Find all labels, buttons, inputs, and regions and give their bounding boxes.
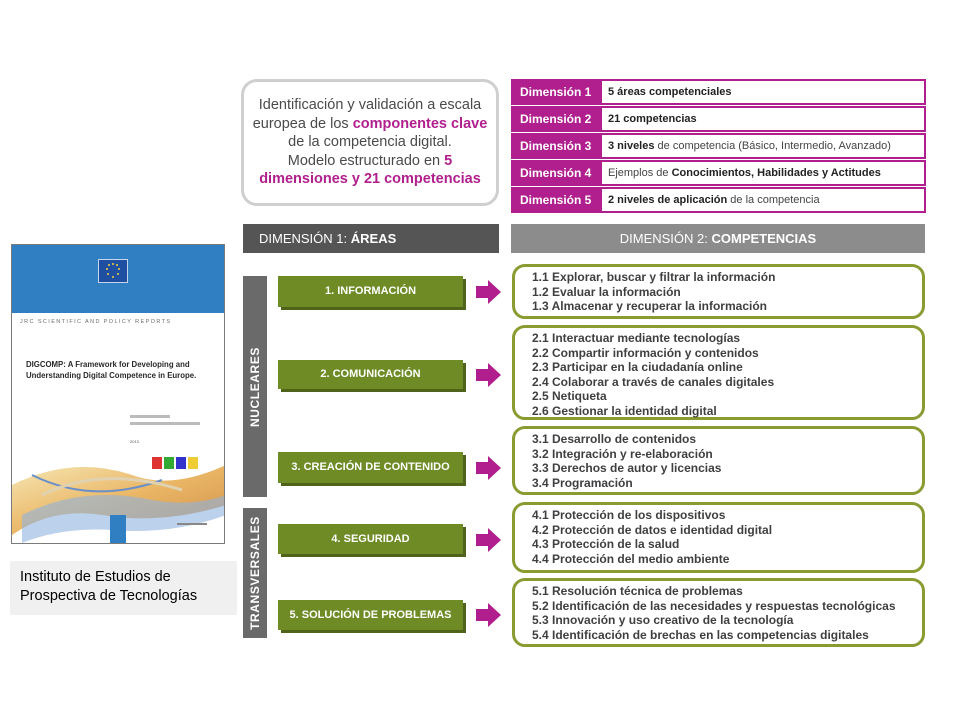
arrow-right-icon: [476, 280, 501, 304]
cover-year: 2013: [130, 439, 139, 444]
competencia-item: 1.2 Evaluar la información: [532, 284, 681, 299]
arrow-right-icon: [476, 363, 501, 387]
dimension-value-bold: 3 niveles: [608, 140, 655, 152]
group-band-nucleares: NUCLEARES: [243, 276, 267, 497]
competencia-item: 1.3 Almacenar y recuperar la información: [532, 299, 767, 314]
intro-line-5: dimensiones y 21 competencias: [259, 171, 481, 187]
institution-caption: Instituto de Estudios de Prospectiva de …: [10, 561, 237, 615]
dimension-row-2: Dimensión 2 21 competencias: [511, 106, 926, 132]
dimension-value: Ejemplos de Conocimientos, Habilidades y…: [608, 162, 924, 184]
competencia-item: 2.6 Gestionar la identidad digital: [532, 403, 717, 418]
competencia-item: 5.2 Identificación de las necesidades y …: [532, 598, 896, 613]
competencia-item: 2.1 Interactuar mediante tecnologías: [532, 331, 741, 345]
header-dimension-1-prefix: DIMENSIÓN 1:: [259, 231, 351, 246]
dimension-label: Dimensión 5: [513, 189, 602, 211]
competencias-area-4: 4.1 Protección de los dispositivos 4.2 P…: [512, 502, 925, 573]
area-informacion: 1. INFORMACIÓN: [278, 276, 463, 307]
dimension-value-bold: Conocimientos, Habilidades y Actitudes: [671, 167, 881, 179]
competencia-item: 4.1 Protección de los dispositivos: [532, 508, 726, 522]
intro-summary-box: Identificación y validación a escala eur…: [241, 79, 499, 206]
dimension-label: Dimensión 2: [513, 108, 602, 130]
area-seguridad: 4. SEGURIDAD: [278, 524, 463, 554]
competencia-item: 5.3 Innovación y uso creativo de la tecn…: [532, 613, 794, 628]
arrow-right-icon: [476, 603, 501, 627]
competencia-item: 1.1 Explorar, buscar y filtrar la inform…: [532, 270, 776, 284]
group-label-nucleares: NUCLEARES: [248, 346, 262, 427]
intro-line-1: Identificación y validación a escala: [258, 97, 482, 113]
group-label-transversales: TRANSVERSALES: [248, 516, 262, 630]
group-band-transversales: TRANSVERSALES: [243, 508, 267, 638]
cover-accent-bar: [110, 515, 126, 543]
arrow-right-icon: [476, 456, 501, 480]
intro-line-2: europea de los componentes clave: [244, 115, 496, 134]
competencias-area-1: 1.1 Explorar, buscar y filtrar la inform…: [512, 264, 925, 319]
report-cover: JRC SCIENTIFIC AND POLICY REPORTS DIGCOM…: [11, 244, 225, 544]
dimension-label: Dimensión 3: [513, 135, 602, 157]
dimension-label: Dimensión 4: [513, 162, 602, 184]
dimension-value-bold: 21 competencias: [608, 113, 697, 125]
intro-line-2-text: europea de los: [252, 115, 353, 132]
competencia-item: 2.2 Compartir información y contenidos: [532, 345, 759, 360]
area-solucion-problemas: 5. SOLUCIÓN DE PROBLEMAS: [278, 600, 463, 630]
eu-flag-icon: [98, 259, 128, 283]
competencia-item: 4.2 Protección de datos e identidad digi…: [532, 522, 773, 537]
header-dimension-1: DIMENSIÓN 1: ÁREAS COMPETENCIALES: [243, 224, 499, 275]
competencia-item: 3.2 Integración y re-elaboración: [532, 446, 713, 461]
intro-line-4: Modelo estructurado en 5: [244, 152, 496, 171]
dimension-value-text: de la competencia: [727, 194, 820, 206]
competencia-item: 5.1 Resolución técnica de problemas: [532, 584, 743, 598]
header-dimension-2: DIMENSIÓN 2: COMPETENCIAS: [511, 224, 925, 253]
header-dimension-1-title: ÁREAS COMPETENCIALES: [259, 231, 397, 275]
cover-authors: [130, 415, 220, 425]
area-comunicacion: 2. COMUNICACIÓN: [278, 360, 463, 389]
cover-footer: [177, 523, 207, 525]
competencia-item: 5.4 Identificación de brechas en las com…: [532, 627, 869, 642]
intro-highlight-five: 5: [444, 152, 453, 169]
competencia-item: 2.5 Netiqueta: [532, 389, 607, 404]
cover-title: DIGCOMP: A Framework for Developing and …: [26, 360, 197, 380]
header-dimension-2-title: COMPETENCIAS: [711, 231, 817, 246]
competencia-item: 2.4 Colaborar a través de canales digita…: [532, 374, 775, 389]
competencia-item: 3.3 Derechos de autor y licencias: [532, 461, 722, 476]
dimension-value: 3 niveles de competencia (Básico, Interm…: [608, 135, 924, 157]
competencia-item: 3.4 Programación: [532, 475, 633, 490]
cover-series: JRC SCIENTIFIC AND POLICY REPORTS: [20, 319, 172, 325]
competencia-item: 3.1 Desarrollo de contenidos: [532, 432, 697, 446]
dimension-value: 5 áreas competenciales: [608, 81, 924, 103]
intro-line-4-text: Modelo estructurado en: [287, 152, 445, 169]
intro-highlight-components: componentes clave: [352, 115, 488, 132]
header-dimension-2-prefix: DIMENSIÓN 2:: [619, 231, 712, 246]
area-creacion-contenido: 3. CREACIÓN DE CONTENIDO: [278, 452, 463, 483]
dimension-value-bold: 5 áreas competenciales: [608, 86, 732, 98]
dimension-value: 2 niveles de aplicación de la competenci…: [608, 189, 924, 211]
dimension-value-text: Ejemplos de: [608, 167, 672, 179]
dimension-row-5: Dimensión 5 2 niveles de aplicación de l…: [511, 187, 926, 213]
competencias-area-5: 5.1 Resolución técnica de problemas 5.2 …: [512, 578, 925, 647]
intro-line-3: de la competencia digital.: [288, 134, 452, 150]
dimension-label: Dimensión 1: [513, 81, 602, 103]
dimension-value: 21 competencias: [608, 108, 924, 130]
dimension-row-3: Dimensión 3 3 niveles de competencia (Bá…: [511, 133, 926, 159]
competencia-item: 2.3 Participar en la ciudadanía online: [532, 360, 743, 375]
competencia-item: 4.3 Protección de la salud: [532, 537, 680, 552]
dimension-row-4: Dimensión 4 Ejemplos de Conocimientos, H…: [511, 160, 926, 186]
dimension-value-text: de competencia (Básico, Intermedio, Avan…: [654, 140, 891, 152]
dimension-value-bold: 2 niveles de aplicación: [608, 194, 728, 206]
dimension-row-1: Dimensión 1 5 áreas competenciales: [511, 79, 926, 105]
arrow-right-icon: [476, 528, 501, 552]
competencia-item: 4.4 Protección del medio ambiente: [532, 551, 730, 566]
competencias-area-2: 2.1 Interactuar mediante tecnologías 2.2…: [512, 325, 925, 420]
competencias-area-3: 3.1 Desarrollo de contenidos 3.2 Integra…: [512, 426, 925, 495]
